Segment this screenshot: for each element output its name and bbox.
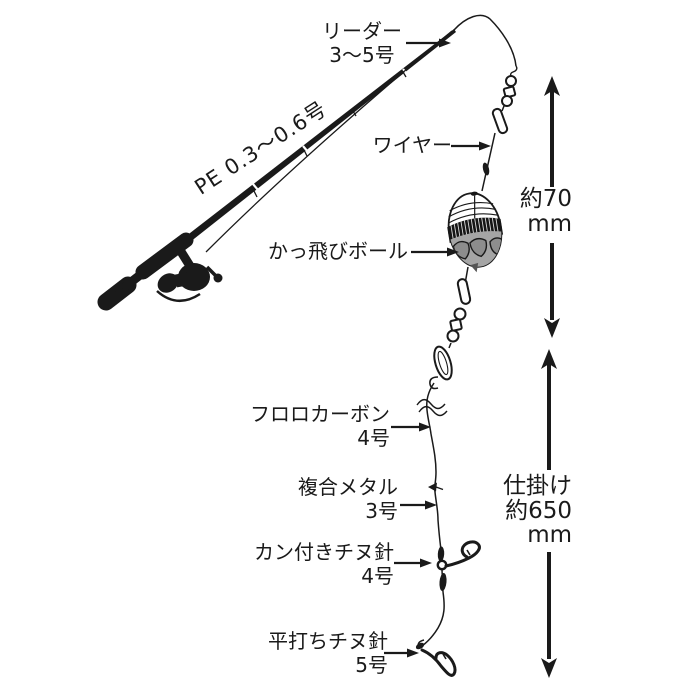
float-band-texture	[449, 214, 500, 244]
flat-chinu-hook-assembly	[415, 639, 457, 677]
flat-hook-arrow	[384, 648, 419, 658]
flat-chinu-hook	[420, 648, 457, 677]
measure-arrow-650mm	[541, 349, 557, 678]
spinning-reel	[156, 247, 223, 302]
wire-line	[481, 132, 496, 192]
pe-running-line	[205, 30, 453, 253]
barrel-swivel	[491, 107, 509, 135]
leader-label: リーダー 3〜5号	[322, 19, 402, 67]
ringed-chinu-hook	[444, 540, 481, 568]
label-arrows	[384, 38, 491, 658]
kan-hook-arrow	[394, 558, 432, 568]
leader-arrow	[406, 38, 451, 48]
line-joint-knot	[428, 482, 444, 492]
stopper-bead	[437, 546, 445, 562]
leader-line	[453, 14, 518, 79]
line-break-marks	[416, 398, 448, 417]
rod-guide-ticks	[253, 71, 407, 198]
hook-knot	[417, 639, 425, 649]
kattobi-ball-label: かっ飛びボール	[268, 239, 408, 263]
float-stripes	[448, 202, 499, 224]
kattobi-ball-arrow	[411, 247, 459, 257]
reel-bail-wire	[156, 290, 201, 302]
barrel-swivel	[456, 278, 472, 305]
wire-label: ワイヤー	[372, 133, 452, 157]
stopper-bead	[482, 162, 490, 176]
rod-foregrip	[135, 232, 194, 280]
float-section-measurement-label: 約70 mm	[519, 186, 572, 237]
top-swivel-chain	[491, 75, 517, 135]
rig-main-line	[421, 382, 445, 647]
rod-blank	[181, 29, 456, 246]
fluorocarbon-label: フロロカーボン 4号	[250, 402, 390, 450]
lower-swivel-chain	[446, 266, 472, 343]
kan-chinu-hook-label: カン付きチヌ針 4号	[254, 540, 394, 588]
snap-knot	[429, 376, 439, 390]
rod-and-reel-silhouette	[97, 29, 456, 311]
rod-butt-cap	[98, 290, 120, 310]
fluoro-arrow	[391, 422, 431, 432]
snap-clip	[429, 342, 453, 390]
ringed-chinu-hook-assembly	[436, 540, 481, 591]
composite-metal-label: 複合メタル 3号	[298, 475, 398, 523]
stopper-bead	[439, 573, 447, 591]
rig-section-measurement-label: 仕掛け 約650 mm	[503, 473, 572, 549]
metal-arrow	[400, 500, 437, 510]
flat-chinu-hook-label: 平打ちチヌ針 5号	[268, 629, 388, 677]
wire-arrow	[451, 141, 491, 151]
measure-arrow-70mm	[544, 76, 560, 338]
